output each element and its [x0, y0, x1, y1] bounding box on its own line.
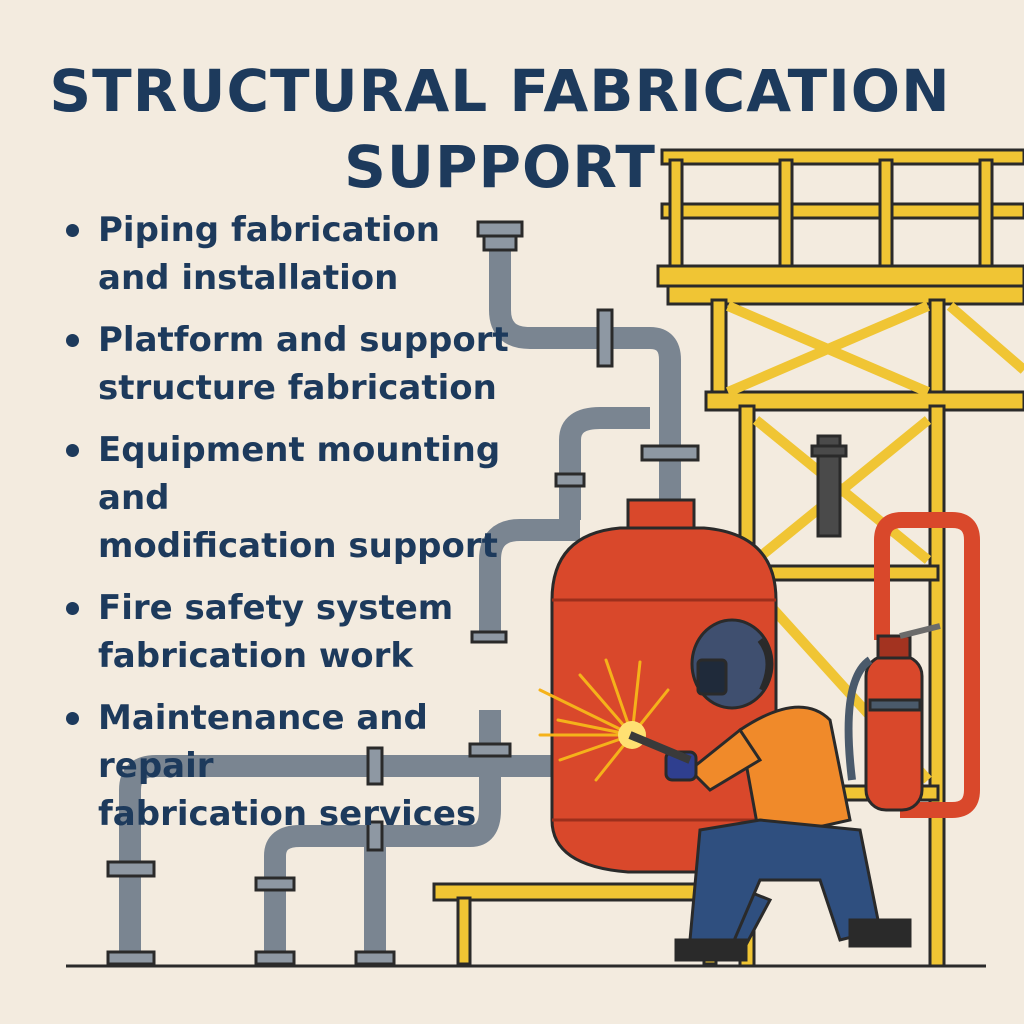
pipe-flanges: [106, 220, 700, 966]
service-line: Equipment mounting and: [98, 430, 501, 518]
service-line: fabrication services: [98, 794, 477, 834]
page-title-line2: SUPPORT: [344, 133, 656, 201]
service-line: fabrication work: [98, 636, 414, 676]
service-line: Fire safety system: [98, 588, 454, 628]
list-item: Maintenance and repair fabrication servi…: [62, 694, 542, 838]
service-line: modification support: [98, 526, 498, 566]
service-line: structure fabrication: [98, 368, 497, 408]
list-item: Platform and support structure fabricati…: [62, 316, 542, 412]
pipes: [119, 240, 681, 960]
red-tank: [550, 498, 778, 874]
fire-extinguisher-icon: [844, 623, 941, 812]
list-item: Equipment mounting and modification supp…: [62, 426, 542, 570]
fire-safety-pipe: [874, 512, 980, 818]
dark-valve-pipe: [810, 434, 848, 538]
service-line: and installation: [98, 258, 399, 298]
service-line: Piping fabrication: [98, 210, 441, 250]
page-title: STRUCTURAL FABRICATION: [49, 57, 951, 125]
list-item: Fire safety system fabrication work: [62, 584, 542, 680]
service-line: Platform and support: [98, 320, 509, 360]
list-item: Piping fabrication and installation: [62, 206, 542, 302]
service-line: Maintenance and repair: [98, 698, 428, 786]
services-list: Piping fabrication and installation Plat…: [62, 206, 542, 852]
welder-figure: [628, 618, 912, 962]
